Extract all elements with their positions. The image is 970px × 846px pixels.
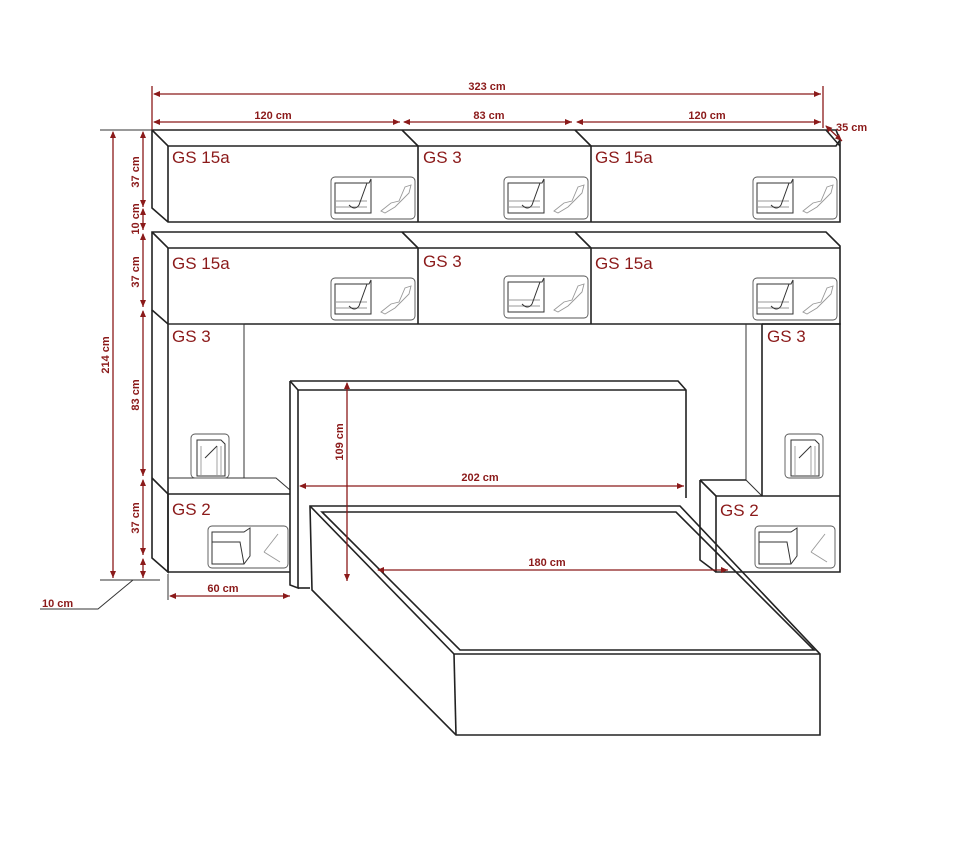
module-label-top-right: GS 15a xyxy=(595,148,653,167)
dim-top-right-width: 120 cm xyxy=(688,110,726,122)
dimension-lines xyxy=(40,86,843,610)
headboard xyxy=(289,380,687,590)
dim-row2-height: 37 cm xyxy=(130,256,142,287)
dim-total-width: 323 cm xyxy=(468,81,506,93)
dim-nightstand-width: 60 cm xyxy=(207,583,238,595)
lift-door-icon xyxy=(330,176,416,220)
module-label-bottom-left: GS 2 xyxy=(172,500,211,519)
dim-column-height: 83 cm xyxy=(130,379,142,410)
dim-bottom-height: 37 cm xyxy=(130,502,142,533)
lift-door-icon xyxy=(752,277,838,321)
dim-gap-height: 10 cm xyxy=(130,203,142,234)
module-label-mid-right: GS 15a xyxy=(595,254,653,273)
door-icon xyxy=(190,433,230,479)
dim-top-middle-width: 83 cm xyxy=(473,110,504,122)
dim-bed-width: 180 cm xyxy=(528,557,566,569)
lift-door-icon xyxy=(752,176,838,220)
module-label-mid-middle: GS 3 xyxy=(423,252,462,271)
middle-row-cabinets xyxy=(151,231,841,325)
module-label-mid-left: GS 15a xyxy=(172,254,230,273)
dim-top-left-width: 120 cm xyxy=(254,110,292,122)
dim-total-height: 214 cm xyxy=(100,336,112,374)
lift-door-icon xyxy=(503,275,589,319)
module-label-bottom-right: GS 2 xyxy=(720,501,759,520)
door-icon xyxy=(784,433,824,479)
dim-floor-gap: 10 cm xyxy=(42,598,73,610)
top-row-cabinets xyxy=(151,129,841,223)
right-column-cabinet xyxy=(699,323,841,573)
dim-depth: 35 cm xyxy=(836,122,867,134)
module-label-column-right: GS 3 xyxy=(767,327,806,346)
module-label-top-middle: GS 3 xyxy=(423,148,462,167)
dim-row1-height: 37 cm xyxy=(130,156,142,187)
lift-door-icon xyxy=(330,277,416,321)
drawer-icon xyxy=(207,525,289,569)
drawer-icon xyxy=(754,525,836,569)
dim-headboard-height: 109 cm xyxy=(334,423,346,461)
dim-headboard-width: 202 cm xyxy=(461,472,499,484)
module-label-top-left: GS 15a xyxy=(172,148,230,167)
module-label-column-left: GS 3 xyxy=(172,327,211,346)
bed-base xyxy=(309,505,821,736)
lift-door-icon xyxy=(503,176,589,220)
